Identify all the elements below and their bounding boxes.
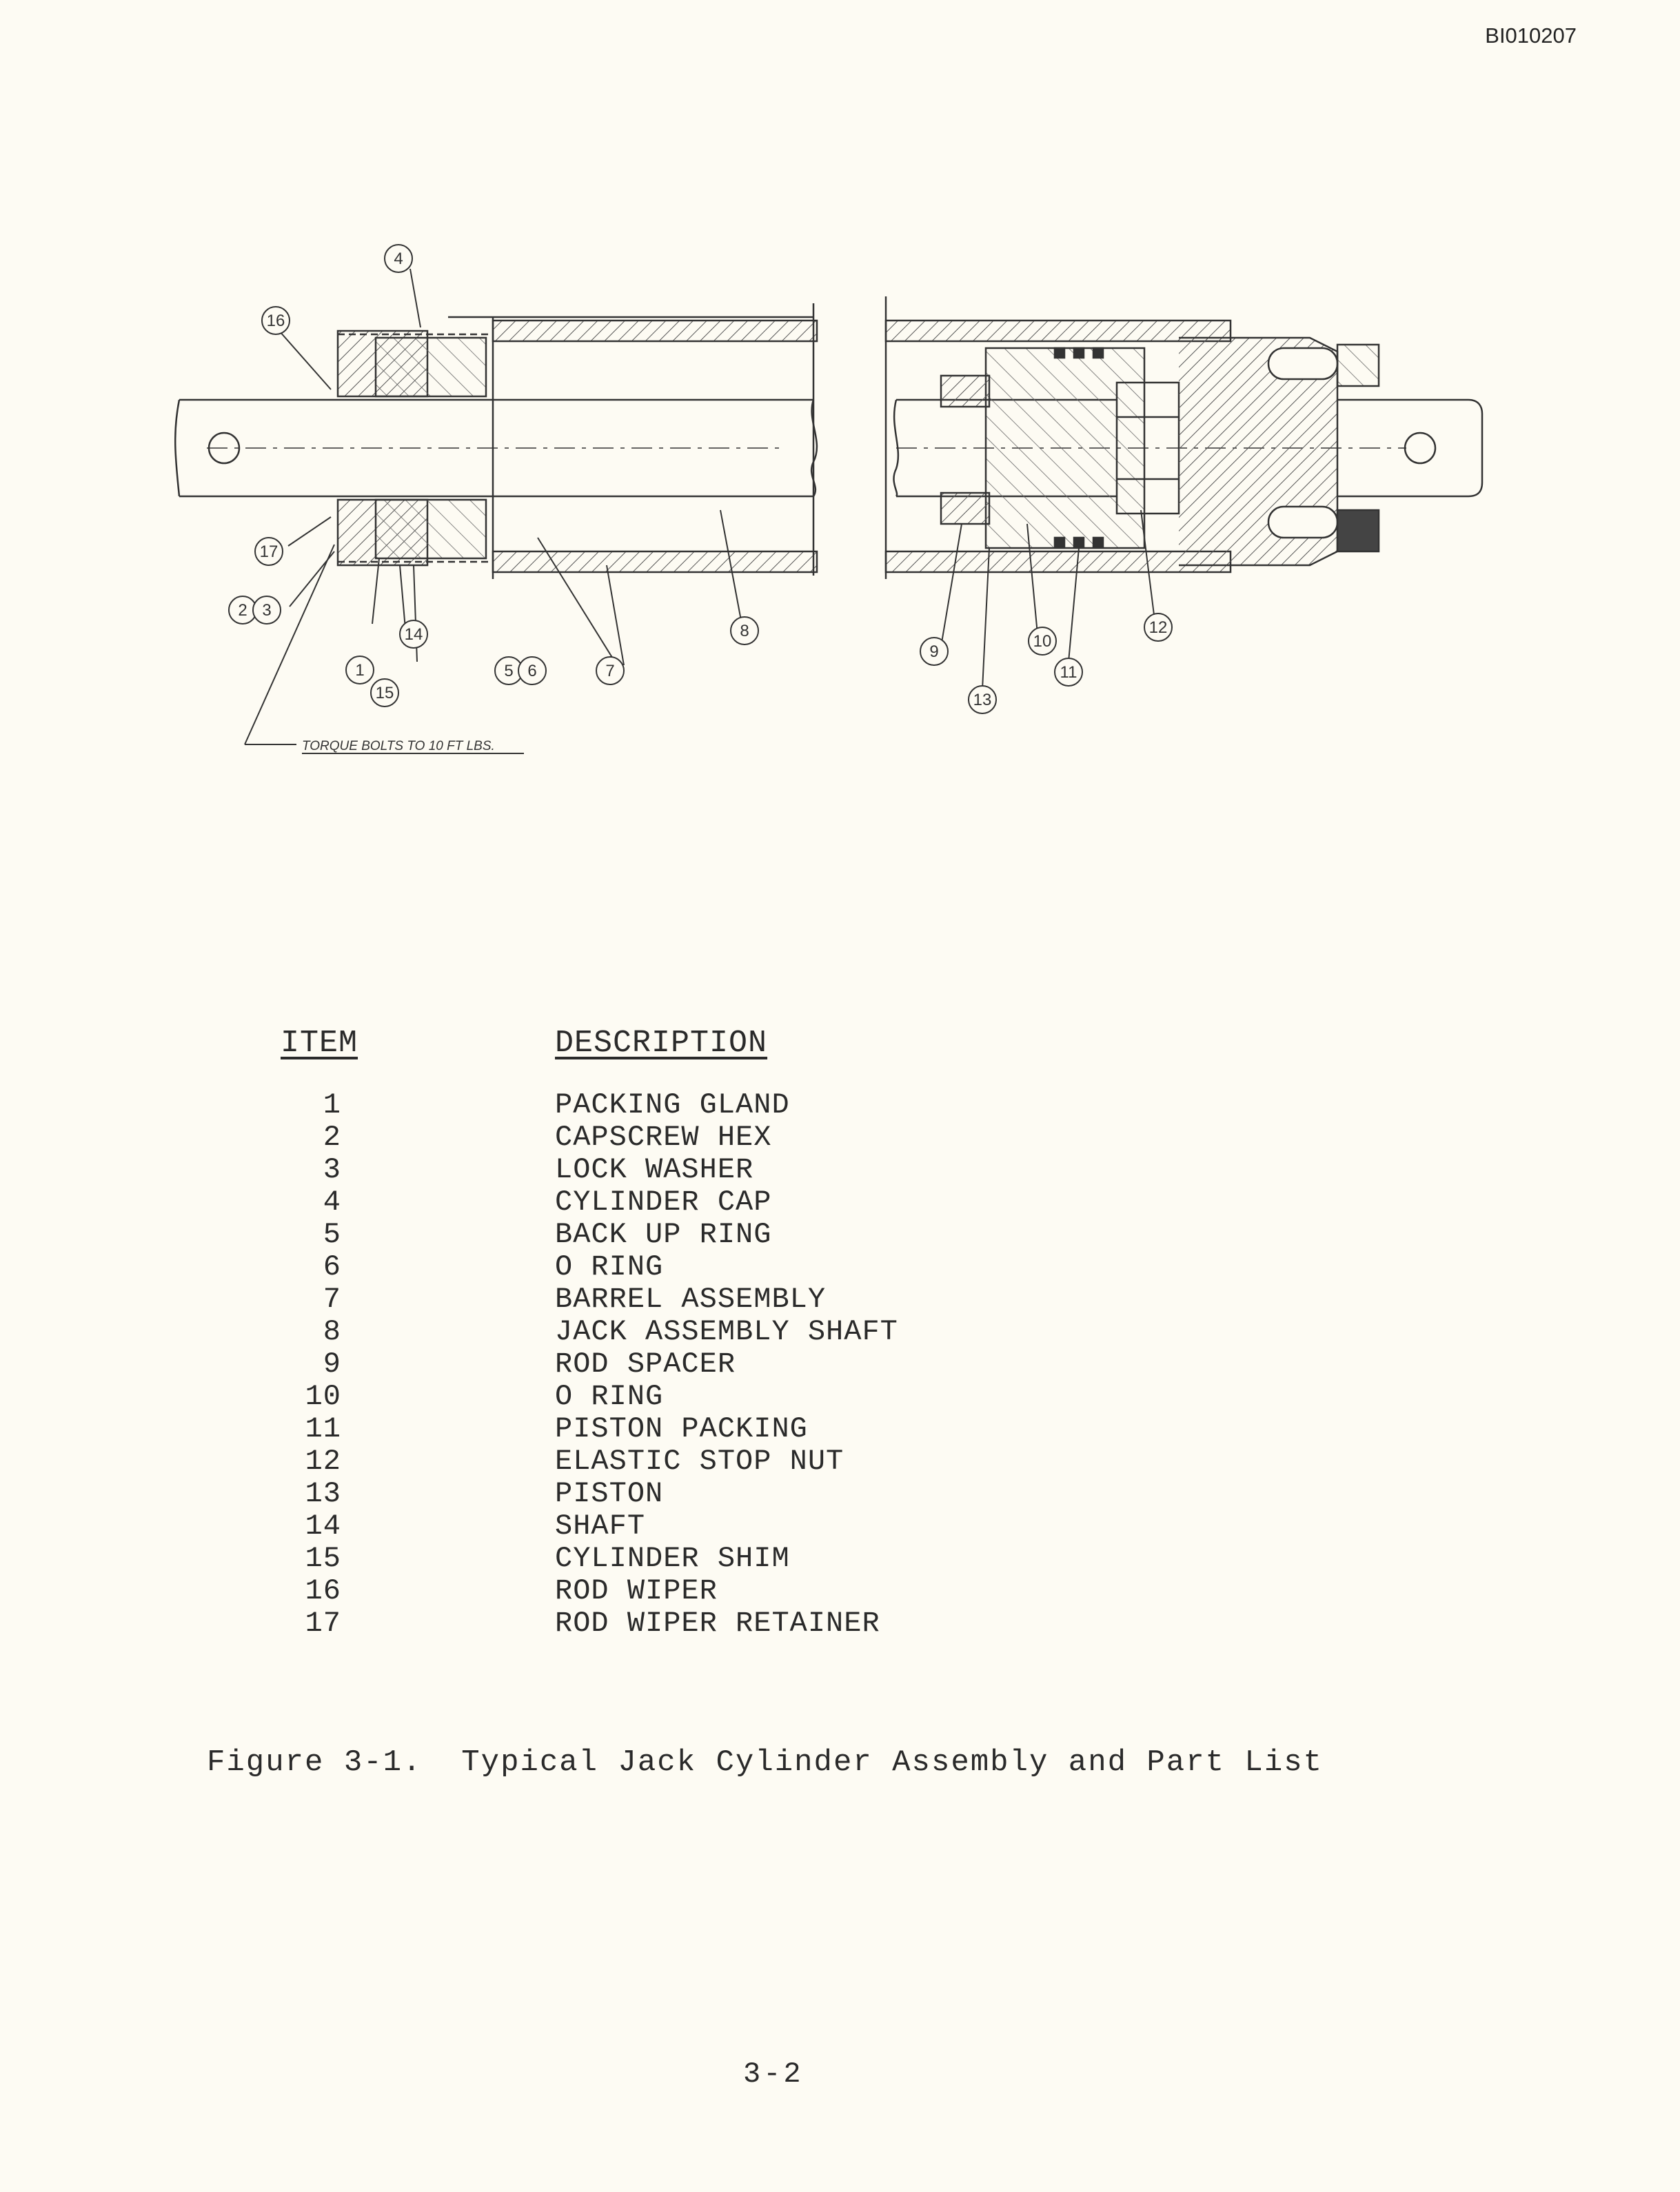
callout-4: 4 bbox=[394, 250, 403, 268]
description-column-header: DESCRIPTION bbox=[555, 1026, 768, 1061]
item-description: O RING bbox=[555, 1380, 664, 1413]
table-row: 16 ROD WIPER bbox=[272, 1575, 1237, 1607]
item-description: CYLINDER CAP bbox=[555, 1186, 772, 1219]
item-number: 15 bbox=[305, 1542, 341, 1575]
item-description: ROD SPACER bbox=[555, 1348, 736, 1381]
item-number: 12 bbox=[305, 1445, 341, 1478]
table-row: 1 PACKING GLAND bbox=[272, 1089, 1237, 1122]
item-number: 7 bbox=[323, 1283, 341, 1316]
callout-9: 9 bbox=[929, 642, 938, 661]
item-description: CYLINDER SHIM bbox=[555, 1542, 790, 1575]
table-row: 17 ROD WIPER RETAINER bbox=[272, 1607, 1237, 1640]
table-row: 6 O RING bbox=[272, 1251, 1237, 1283]
figure-caption: Figure 3-1. Typical Jack Cylinder Assemb… bbox=[207, 1745, 1324, 1780]
document-id: BI010207 bbox=[1485, 23, 1577, 48]
callout-6: 6 bbox=[527, 662, 536, 680]
table-row: 7 BARREL ASSEMBLY bbox=[272, 1283, 1237, 1316]
parts-rows: 1 PACKING GLAND 2 CAPSCREW HEX 3 LOCK WASHE… bbox=[272, 1089, 1237, 1640]
callout-11: 11 bbox=[1060, 663, 1077, 682]
callout-10: 10 bbox=[1033, 632, 1052, 651]
callout-13: 13 bbox=[973, 691, 992, 709]
item-number: 8 bbox=[323, 1315, 341, 1348]
item-number: 6 bbox=[323, 1250, 341, 1283]
callout-1: 1 bbox=[355, 661, 364, 680]
item-number: 4 bbox=[323, 1186, 341, 1219]
item-description: BACK UP RING bbox=[555, 1218, 772, 1251]
item-number: 14 bbox=[305, 1510, 341, 1543]
item-number: 10 bbox=[305, 1380, 341, 1413]
item-description: SHAFT bbox=[555, 1510, 646, 1543]
item-description: ELASTIC STOP NUT bbox=[555, 1445, 844, 1478]
table-row: 13 PISTON bbox=[272, 1478, 1237, 1510]
item-description: PISTON PACKING bbox=[555, 1412, 808, 1445]
item-description: ROD WIPER bbox=[555, 1574, 718, 1607]
callout-12: 12 bbox=[1149, 618, 1168, 637]
item-number: 1 bbox=[323, 1088, 341, 1122]
item-description: BARREL ASSEMBLY bbox=[555, 1283, 827, 1316]
callout-16: 16 bbox=[267, 312, 285, 330]
item-column-header: ITEM bbox=[281, 1026, 358, 1061]
item-description: LOCK WASHER bbox=[555, 1153, 754, 1186]
item-number: 2 bbox=[323, 1121, 341, 1154]
item-number: 13 bbox=[305, 1477, 341, 1510]
table-row: 12 ELASTIC STOP NUT bbox=[272, 1445, 1237, 1478]
left-section bbox=[174, 303, 818, 579]
table-row: 3 LOCK WASHER bbox=[272, 1154, 1237, 1186]
item-number: 17 bbox=[305, 1607, 341, 1640]
right-section bbox=[884, 296, 1484, 579]
table-row: 9 ROD SPACER bbox=[272, 1348, 1237, 1381]
jack-cylinder-diagram: 4 16 17 2 3 14 1 15 5 6 7 8 9 13 10 11 1… bbox=[97, 234, 1503, 772]
item-description: PISTON bbox=[555, 1477, 664, 1510]
page-number: 3-2 bbox=[743, 2058, 804, 2091]
table-row: 4 CYLINDER CAP bbox=[272, 1186, 1237, 1219]
torque-note: TORQUE BOLTS TO 10 FT LBS. bbox=[302, 739, 495, 753]
item-number: 11 bbox=[305, 1412, 341, 1445]
callout-14: 14 bbox=[405, 625, 423, 644]
item-number: 5 bbox=[323, 1218, 341, 1251]
item-description: O RING bbox=[555, 1250, 664, 1283]
callout-2: 2 bbox=[238, 601, 247, 620]
item-number: 9 bbox=[323, 1348, 341, 1381]
table-row: 2 CAPSCREW HEX bbox=[272, 1122, 1237, 1154]
callout-15: 15 bbox=[376, 684, 394, 702]
callout-8: 8 bbox=[740, 622, 749, 640]
table-row: 5 BACK UP RING bbox=[272, 1219, 1237, 1251]
table-row: 14 SHAFT bbox=[272, 1510, 1237, 1543]
item-number: 16 bbox=[305, 1574, 341, 1607]
callout-3: 3 bbox=[262, 601, 271, 620]
table-row: 11 PISTON PACKING bbox=[272, 1413, 1237, 1445]
table-row: 10 O RING bbox=[272, 1381, 1237, 1413]
item-description: PACKING GLAND bbox=[555, 1088, 790, 1122]
item-description: JACK ASSEMBLY SHAFT bbox=[555, 1315, 898, 1348]
item-description: CAPSCREW HEX bbox=[555, 1121, 772, 1154]
callout-17: 17 bbox=[260, 542, 279, 561]
item-description: ROD WIPER RETAINER bbox=[555, 1607, 880, 1640]
callout-7: 7 bbox=[605, 662, 614, 680]
item-number: 3 bbox=[323, 1153, 341, 1186]
table-row: 15 CYLINDER SHIM bbox=[272, 1543, 1237, 1575]
callout-5: 5 bbox=[504, 662, 513, 680]
table-row: 8 JACK ASSEMBLY SHAFT bbox=[272, 1316, 1237, 1348]
